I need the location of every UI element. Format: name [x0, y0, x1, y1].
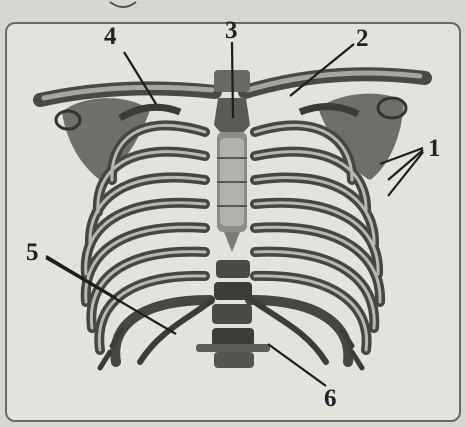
leader-line-3: [232, 42, 233, 118]
label-1: 1: [428, 136, 441, 161]
leader-line-4: [124, 52, 156, 104]
label-4: 4: [104, 24, 117, 49]
label-2: 2: [356, 26, 369, 51]
label-5: 5: [26, 240, 39, 265]
label-3: 3: [225, 18, 238, 43]
label-6: 6: [324, 386, 337, 411]
sternum: [214, 98, 250, 252]
